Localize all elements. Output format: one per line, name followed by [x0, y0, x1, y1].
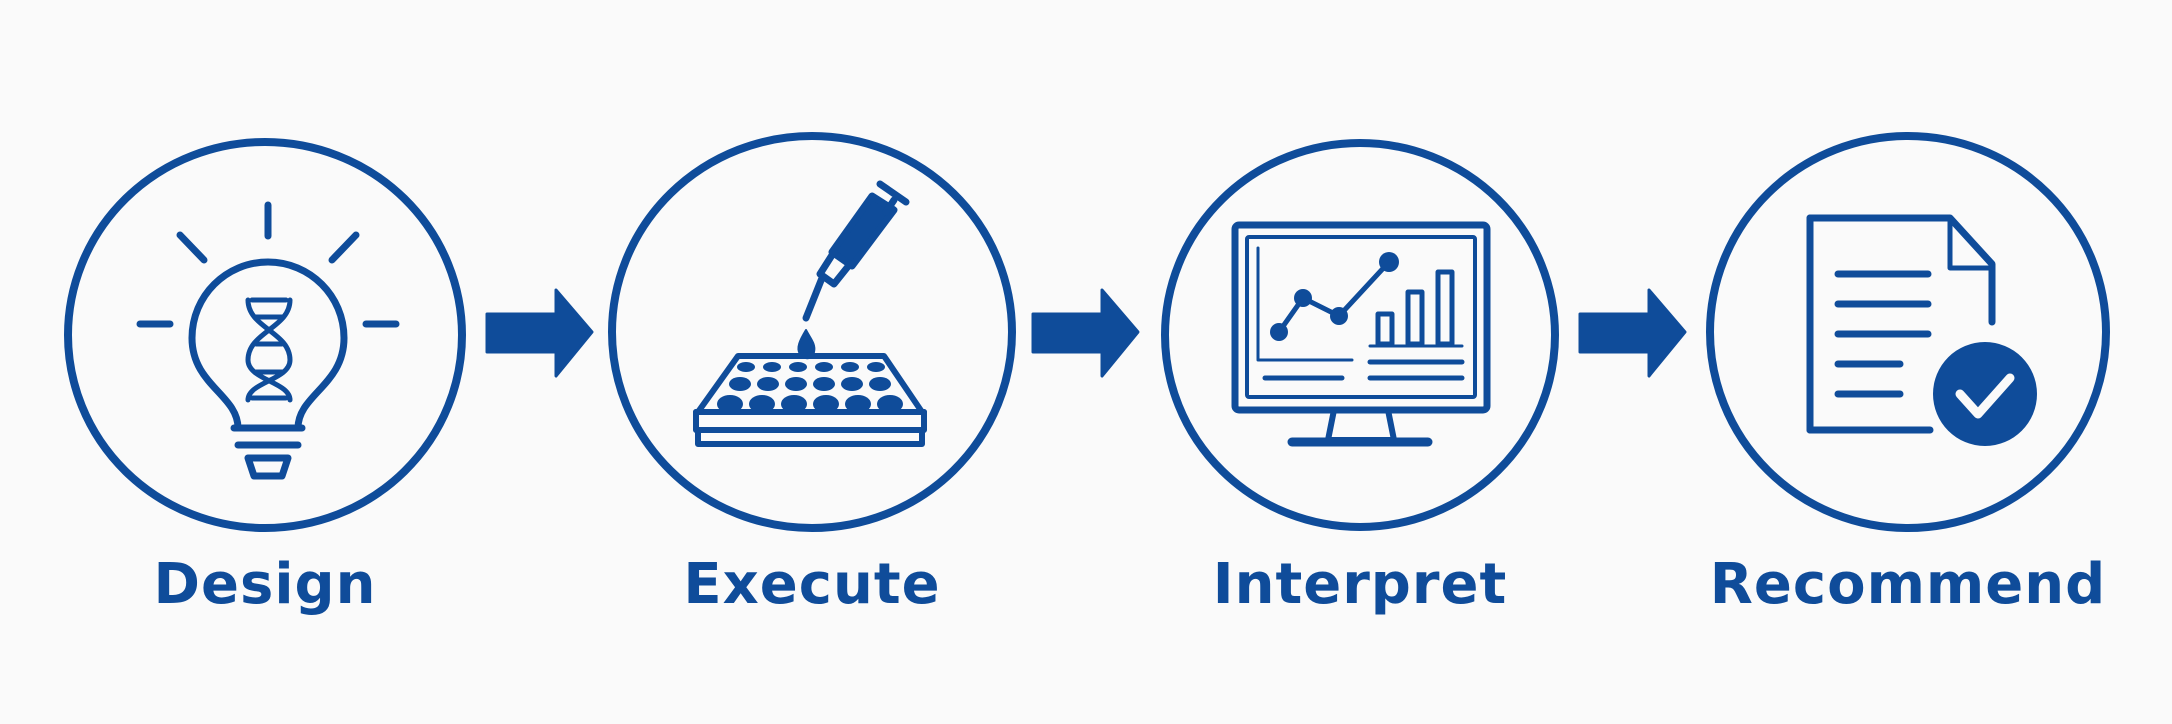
pipette-well-plate-icon — [693, 180, 927, 447]
step-design — [64, 138, 466, 532]
step-label-execute: Execute — [683, 552, 941, 617]
recommend-circle — [1706, 132, 2110, 532]
lightbulb-dna-icon — [136, 201, 400, 480]
design-circle — [64, 138, 466, 532]
arrow-right-icon — [1578, 288, 1687, 378]
arrow-right-icon — [485, 288, 594, 378]
step-recommend — [1706, 132, 2110, 532]
monitor-chart-icon — [1231, 221, 1491, 447]
step-label-recommend: Recommend — [1709, 552, 2107, 617]
arrow-right-icon — [1031, 288, 1140, 378]
interpret-circle — [1161, 139, 1559, 531]
execute-circle — [608, 132, 1016, 532]
report-checkmark-icon — [1806, 214, 2037, 446]
step-interpret — [1161, 139, 1559, 531]
step-label-design: Design — [153, 552, 377, 617]
step-execute — [608, 132, 1016, 532]
step-label-interpret: Interpret — [1212, 552, 1508, 617]
